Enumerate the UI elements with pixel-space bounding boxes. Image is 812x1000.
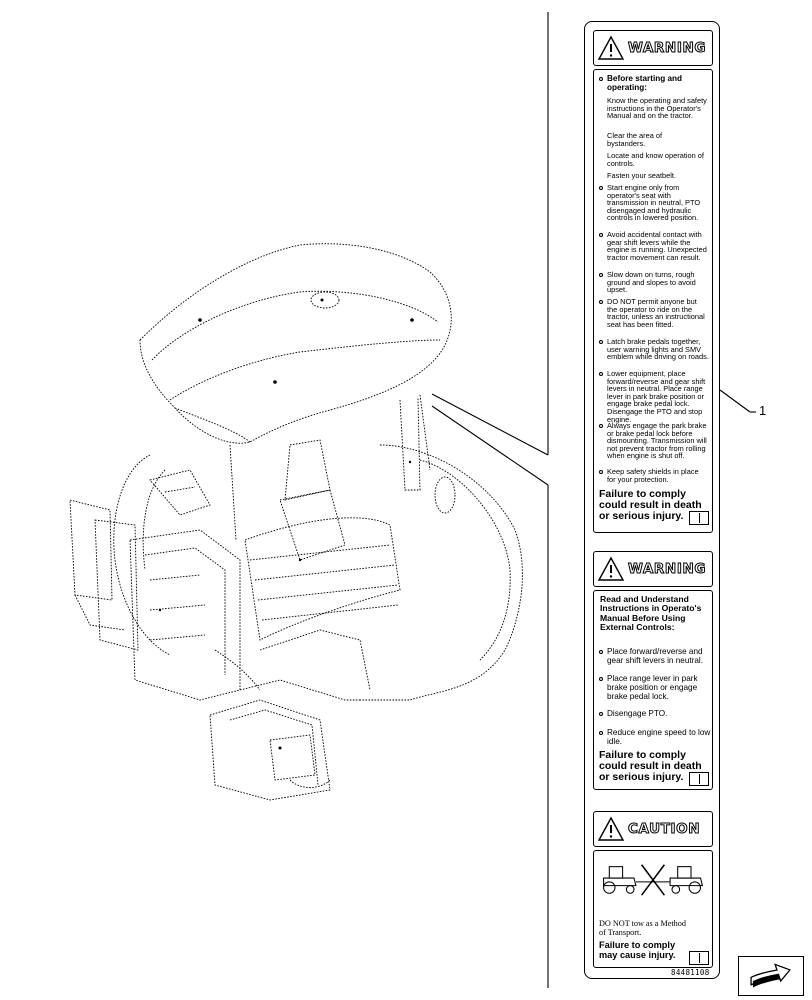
warning-item: Avoid accidental contact with gear shift… — [607, 230, 707, 262]
warning-item: Slow down on turns, rough ground and slo… — [607, 270, 696, 295]
bullet — [599, 273, 603, 277]
warning-header-1: WARNING — [593, 30, 713, 66]
bullet — [599, 650, 603, 654]
operator-manual-book-icon — [689, 511, 709, 525]
warning-item: Always engage the park brake or brake pe… — [607, 421, 707, 461]
warning-item: Lower equipment, place forward/reverse a… — [607, 369, 706, 424]
warning-triangle-icon — [598, 35, 624, 60]
intro-line: Clear the area of bystanders. — [607, 131, 663, 148]
instructions-title: Read and Understand Instructions in Oper… — [600, 594, 702, 632]
instruction-item: Place range lever in park brake position… — [607, 674, 698, 701]
failure-text: Failure to comply could result in death … — [599, 749, 702, 783]
caution-word: CAUTION — [627, 821, 701, 838]
intro-line: Locate and know operation of controls. — [607, 151, 704, 168]
decal-strip: WARNING Before starting and operating: K… — [584, 21, 720, 979]
bullet — [599, 233, 603, 237]
operator-manual-book-icon — [689, 951, 709, 965]
warning-item: DO NOT permit anyone but the operator to… — [607, 297, 705, 329]
tractor-cab-illustration — [69, 243, 523, 801]
failure-text: Failure to comply could result in death … — [599, 488, 702, 522]
warning-triangle-icon — [598, 816, 624, 841]
instruction-item: Place forward/reverse and gear shift lev… — [607, 647, 704, 665]
warning-item: Keep safety shields in place for your pr… — [607, 467, 699, 484]
warning-item: Start engine only from operator's seat w… — [607, 183, 701, 223]
intro-line: Know the operating and safety instructio… — [607, 96, 707, 121]
next-page-arrow-icon — [750, 963, 792, 988]
warning-header-2: WARNING — [593, 551, 713, 587]
bullet — [599, 470, 603, 474]
warning-triangle-icon — [598, 556, 624, 581]
operator-manual-book-icon — [689, 772, 709, 786]
warning-word-1: WARNING — [627, 40, 707, 57]
bullet — [599, 77, 603, 81]
bullet — [599, 300, 603, 304]
bullet — [599, 372, 603, 376]
caution-body: DO NOT tow as a Method of Transport. Fai… — [593, 850, 713, 968]
bullet — [599, 731, 603, 735]
no-tow-tractor-icon — [603, 864, 704, 896]
warning-item: Latch brake pedals together, user warnin… — [607, 337, 709, 362]
next-page-button[interactable] — [738, 956, 804, 996]
instruction-item: Disengage PTO. — [607, 709, 668, 718]
instruction-item: Reduce engine speed to low idle. — [607, 728, 711, 746]
intro-title: Before starting and operating: — [607, 74, 683, 92]
intro-line: Fasten your seatbelt. — [607, 171, 677, 180]
bullet — [599, 677, 603, 681]
warning-body-1: Before starting and operating: Know the … — [593, 69, 713, 533]
warning-word-2: WARNING — [627, 561, 707, 578]
callout-number: 1 — [759, 403, 767, 418]
bullet — [599, 340, 603, 344]
bullet — [599, 712, 603, 716]
part-code: 84481108 — [671, 968, 710, 977]
warning-body-2: Read and Understand Instructions in Oper… — [593, 590, 713, 790]
failure-text: Failure to comply may cause injury. — [599, 940, 676, 960]
bullet — [599, 424, 603, 428]
bullet — [599, 186, 603, 190]
caution-text: DO NOT tow as a Method of Transport. — [599, 919, 686, 937]
caution-header: CAUTION — [593, 811, 713, 847]
